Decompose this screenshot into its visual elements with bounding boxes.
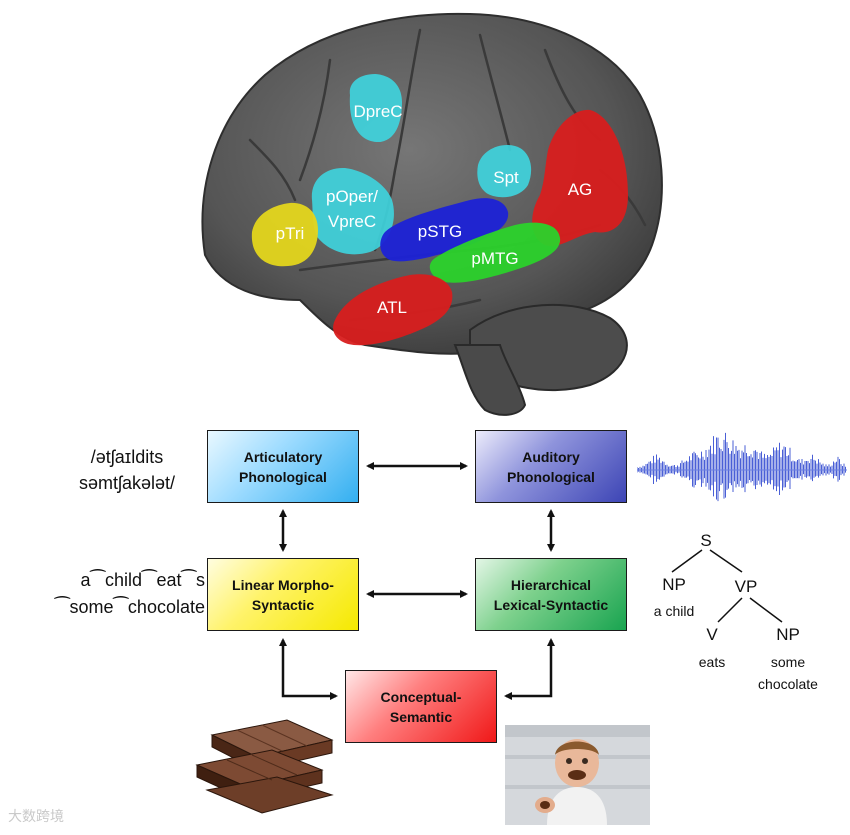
audio-waveform xyxy=(637,432,847,502)
tree-word-chocolate: chocolate xyxy=(758,676,818,692)
box-linear-morpho-syntactic: Linear Morpho- Syntactic xyxy=(207,558,359,631)
tree-node-vp: VP xyxy=(735,577,758,596)
region-ptri: pTri xyxy=(251,202,318,267)
tree-edge-vp-np xyxy=(749,597,783,623)
region-poper-shape xyxy=(311,167,394,255)
region-dprec-label: DpreC xyxy=(353,102,402,121)
child-head xyxy=(555,739,599,787)
tree-node-v: V xyxy=(706,625,718,644)
syntax-tree: S NP a child VP V eats NP some chocolate xyxy=(654,531,818,692)
region-spt-label: Spt xyxy=(493,168,519,187)
region-poper-label-line2: VpreC xyxy=(328,212,376,231)
brain-illustration: DpreC Spt AG pOper/ VpreC pTri pSTG pMTG xyxy=(201,12,663,416)
box-conceptual-semantic: Conceptual- Semantic xyxy=(345,670,497,743)
morpheme-sequence-line2: ⁀some⁀chocolate xyxy=(54,597,205,617)
box-auditory-phonological: Auditory Phonological xyxy=(475,430,627,503)
region-pmtg-shape xyxy=(429,222,561,283)
region-pstg-shape xyxy=(380,198,509,262)
tree-edge-s-vp xyxy=(709,549,743,573)
region-pstg: pSTG xyxy=(380,198,509,262)
region-atl-label: ATL xyxy=(377,298,407,317)
region-atl-shape xyxy=(333,274,453,346)
region-ag-shape xyxy=(532,109,628,247)
box-articulatory-phonological: Articulatory Phonological xyxy=(207,430,359,503)
tree-node-np2: NP xyxy=(776,625,800,644)
tree-node-s: S xyxy=(700,531,711,550)
region-ptri-shape xyxy=(251,202,318,267)
arrow-linear-concept xyxy=(279,638,338,700)
box-hierarchical-lexical-syntactic: Hierarchical Lexical-Syntactic xyxy=(475,558,627,631)
region-ag-label: AG xyxy=(568,180,593,199)
chocolate-image xyxy=(195,719,334,814)
child-shirt xyxy=(547,787,607,825)
region-pmtg-label: pMTG xyxy=(471,249,518,268)
arrow-hier-concept xyxy=(504,638,555,700)
region-dprec-shape xyxy=(349,74,402,143)
region-dprec: DpreC xyxy=(349,74,403,143)
tree-node-np: NP xyxy=(662,575,686,594)
tree-edge-s-np xyxy=(671,549,703,573)
tree-word-a-child: a child xyxy=(654,603,694,619)
region-pstg-label: pSTG xyxy=(418,222,462,241)
region-poper-label-line1: pOper/ xyxy=(326,187,378,206)
region-atl: ATL xyxy=(333,274,453,346)
region-ptri-label: pTri xyxy=(276,224,305,243)
child-eating-photo xyxy=(505,725,650,825)
tree-edge-vp-v xyxy=(717,597,743,623)
tree-word-eats: eats xyxy=(699,654,725,670)
region-spt-shape xyxy=(477,144,532,198)
region-pmtg: pMTG xyxy=(429,222,561,283)
brainstem-shape xyxy=(453,344,527,416)
morpheme-sequence-line1: a⁀child⁀eat⁀s xyxy=(80,570,205,590)
ipa-transcription: /ətʃaɪldits səmtʃakələt/ xyxy=(78,447,176,493)
tree-word-some: some xyxy=(771,654,805,670)
region-poper: pOper/ VpreC xyxy=(311,167,394,255)
region-spt: Spt xyxy=(477,144,532,198)
watermark-text: 大数跨境 xyxy=(8,809,64,825)
region-ag: AG xyxy=(532,109,628,247)
